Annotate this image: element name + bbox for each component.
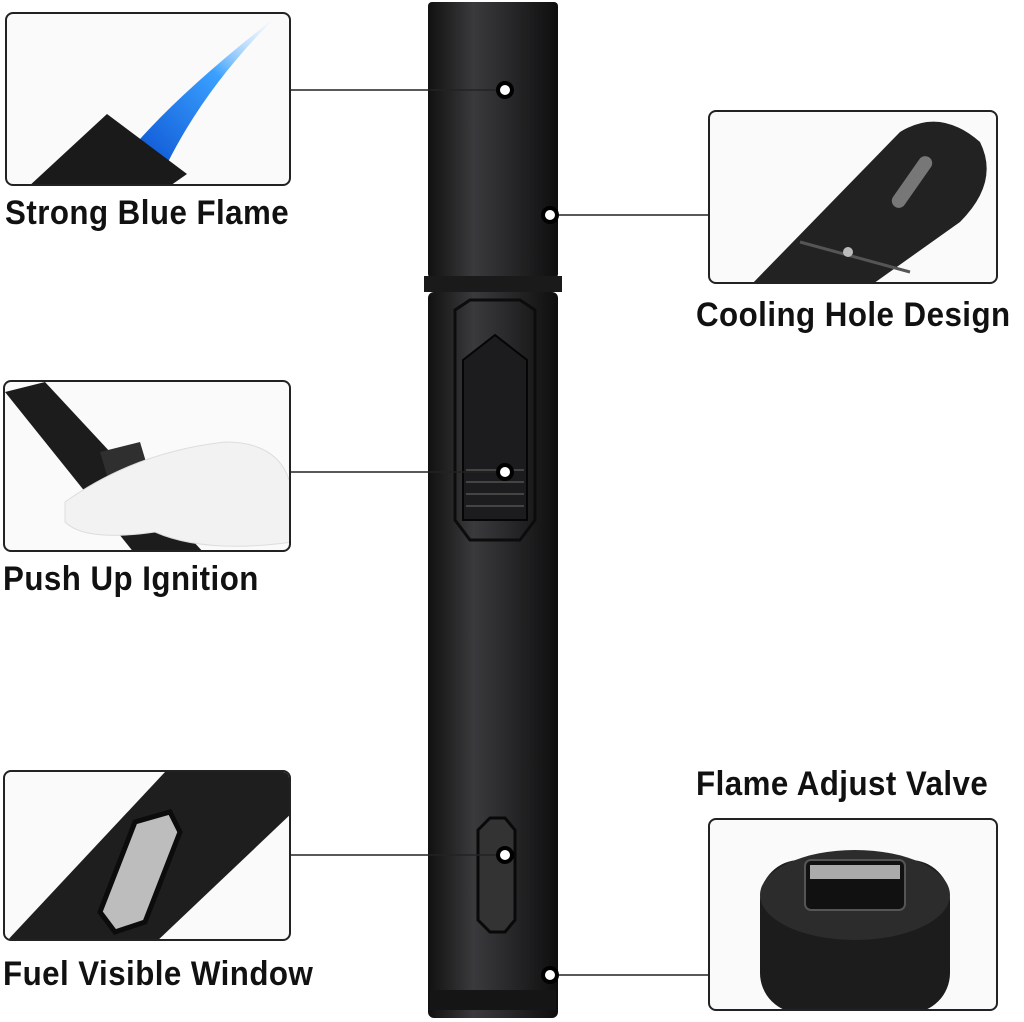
- callout-label-fuel-visible-window: Fuel Visible Window: [3, 955, 314, 993]
- callout-label-push-up-ignition: Push Up Ignition: [3, 560, 259, 598]
- flame-detail-image: [5, 12, 291, 186]
- callout-label-cooling-hole-design: Cooling Hole Design: [696, 296, 1011, 334]
- ignition-slider: [462, 333, 528, 521]
- flame-adjust-valve-detail-image: [708, 818, 998, 1011]
- cooling-hole-detail-image: [708, 110, 998, 284]
- fuel-window-detail-image: [3, 770, 291, 941]
- callout-label-strong-blue-flame: Strong Blue Flame: [5, 194, 290, 232]
- flame-icon: [127, 16, 277, 164]
- callout-label-flame-adjust-valve: Flame Adjust Valve: [696, 765, 989, 803]
- marker-dot: [496, 846, 514, 864]
- marker-dot: [496, 463, 514, 481]
- ignition-detail-image: [3, 380, 291, 552]
- marker-dot: [496, 81, 514, 99]
- marker-dot: [541, 206, 559, 224]
- marker-dot: [541, 966, 559, 984]
- fuel-window: [476, 816, 517, 934]
- lighter-cap: [428, 2, 558, 278]
